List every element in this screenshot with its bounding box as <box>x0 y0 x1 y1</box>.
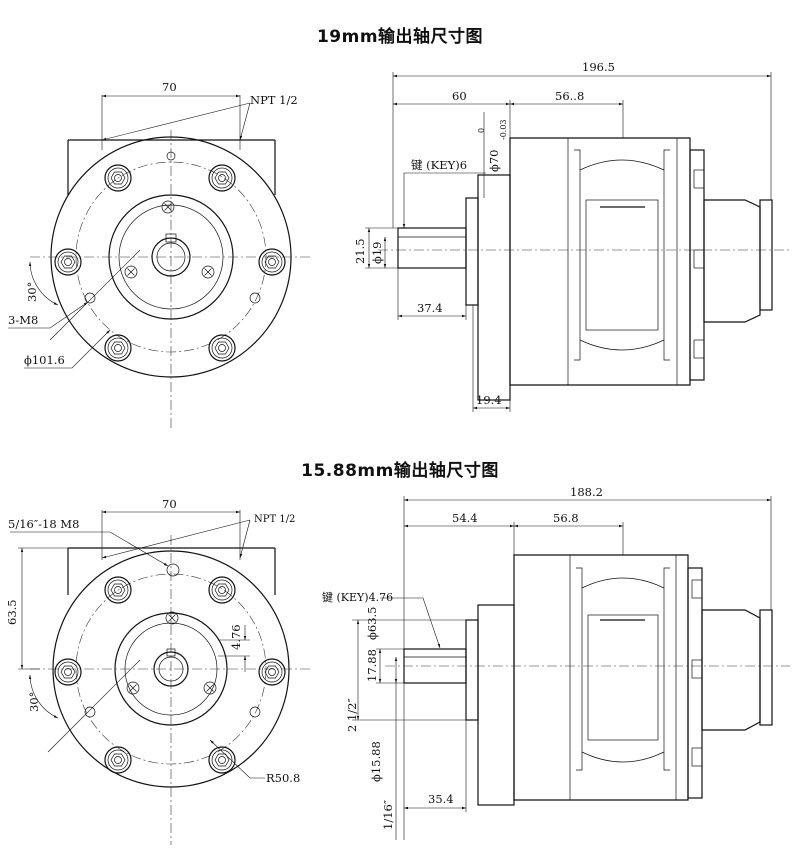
thread-label: 5/16″-18 M8 <box>8 517 79 531</box>
holes-label: 3-M8 <box>8 313 38 327</box>
dim-body: 56..8 <box>555 89 584 103</box>
angle-label: 30° <box>25 282 39 302</box>
radius-label: R50.8 <box>266 771 300 785</box>
dim-body-2: 56.8 <box>553 511 579 525</box>
pcd-label: ϕ101.6 <box>24 353 65 367</box>
bottom-side-view <box>352 496 790 840</box>
bottom-side-labels: 188.2 54.4 56.8 键 (KEY)4.76 ϕ63.5 17.88 … <box>322 485 603 830</box>
shaft-dia-2: ϕ15.88 <box>369 741 383 782</box>
shaft-len-in: 1/16″ <box>381 799 395 830</box>
bottom-front-view <box>10 510 312 845</box>
dim-overall-2: 188.2 <box>570 485 603 499</box>
key-width-label: 4.76 <box>229 624 243 650</box>
top-side-view <box>365 72 790 412</box>
top-front-labels: 70 NPT 1/2 30° 3-M8 ϕ101.6 <box>8 80 298 367</box>
npt-label: NPT 1/2 <box>250 93 298 107</box>
shaft-dia: ϕ19 <box>370 242 384 264</box>
pilot-len-2: 2 1/2″ <box>345 698 359 732</box>
dim-overall: 196.5 <box>582 60 615 74</box>
dim-width: 70 <box>162 80 177 94</box>
dim-flange-depth-2: 54.4 <box>452 511 478 525</box>
flange-thk: 19.4 <box>476 393 502 407</box>
top-front-view <box>8 94 312 430</box>
top-side-labels: 196.5 60 56..8 键 (KEY)6 ϕ70 0 -0.03 21.5… <box>353 60 615 407</box>
angle-label-2: 30° <box>27 692 41 712</box>
shaft-len-2: 35.4 <box>428 792 454 806</box>
shaft-len: 37.4 <box>417 301 443 315</box>
key-label: 键 (KEY)6 <box>411 158 467 172</box>
key-label-2: 键 (KEY)4.76 <box>322 590 393 604</box>
shaft-height-2: 17.88 <box>365 649 379 682</box>
pilot-tol-upper: 0 <box>477 128 486 133</box>
title-19mm: 19mm输出轴尺寸图 <box>316 27 484 47</box>
pilot-label: ϕ70 <box>487 150 501 172</box>
dim-flange-depth: 60 <box>452 89 467 103</box>
dim-width-2: 70 <box>162 497 177 511</box>
title-15-88mm: 15.88mm输出轴尺寸图 <box>301 461 499 481</box>
shaft-height: 21.5 <box>353 238 367 264</box>
pilot-label-2: ϕ63.5 <box>365 607 379 640</box>
height-label: 63.5 <box>5 599 19 625</box>
pilot-tol-lower: -0.03 <box>499 119 508 140</box>
npt-label-2: NPT 1/2 <box>254 514 295 525</box>
bottom-front-labels: 70 5/16″-18 M8 NPT 1/2 63.5 4.76 30° R50… <box>5 497 300 785</box>
